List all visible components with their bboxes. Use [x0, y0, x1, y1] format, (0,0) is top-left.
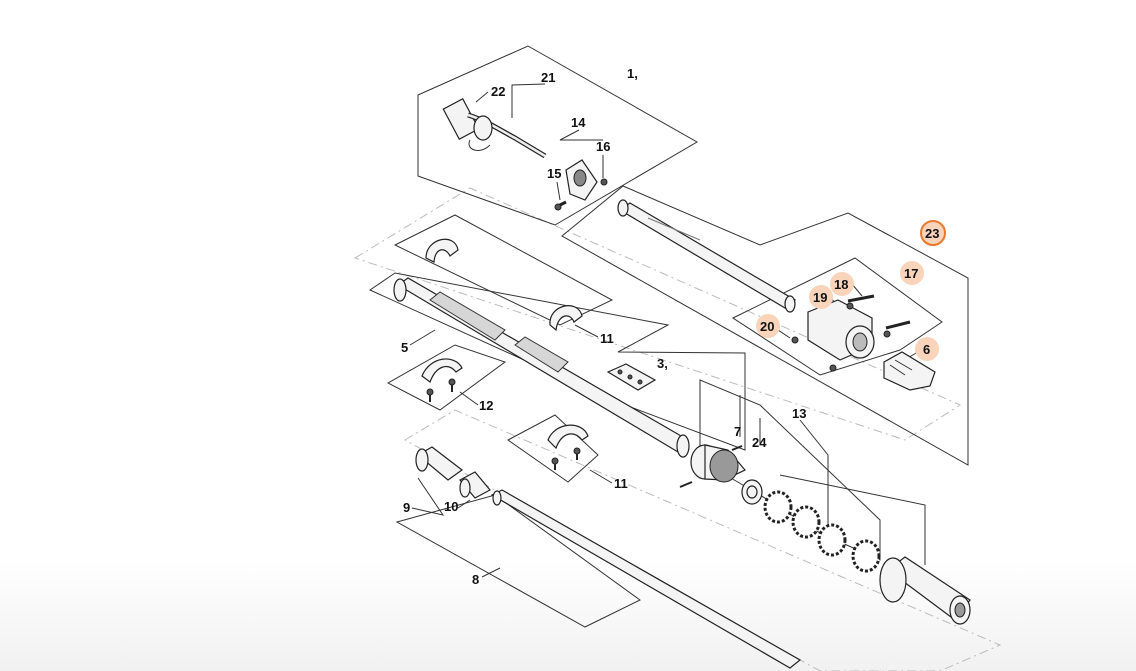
highlight-18	[830, 272, 854, 296]
callout-10[interactable]: 10	[444, 499, 458, 514]
callout-11-upper[interactable]: 11	[600, 331, 614, 346]
callout-17[interactable]: 17	[904, 266, 918, 281]
group-frame-17	[731, 257, 943, 376]
leader-5	[409, 329, 436, 346]
callout-21[interactable]: 21	[541, 70, 555, 85]
callout-20[interactable]: 20	[760, 319, 774, 334]
highlight-6	[915, 337, 939, 361]
highlight-19	[809, 285, 833, 309]
callout-9[interactable]: 9	[403, 500, 410, 515]
callout-5[interactable]: 5	[401, 340, 408, 355]
leader-11a	[574, 324, 599, 338]
leader-10	[457, 499, 471, 509]
callout-8[interactable]: 8	[472, 572, 479, 587]
callout-15[interactable]: 15	[547, 166, 561, 181]
highlight-ring-23	[920, 220, 946, 246]
callout-16[interactable]: 16	[596, 139, 610, 154]
bracket-part	[883, 351, 936, 391]
callout-11-lower[interactable]: 11	[614, 476, 628, 491]
dashed-frame-upper	[353, 187, 962, 441]
callout-14[interactable]: 14	[571, 115, 586, 130]
label-sticker-part	[606, 363, 657, 391]
callout-24[interactable]: 24	[752, 435, 767, 450]
gear-head-housing-part	[879, 556, 971, 625]
leader-13	[799, 419, 829, 545]
callout-23[interactable]: 23	[925, 226, 939, 241]
leader-20	[777, 329, 791, 339]
saddle-lower-part	[547, 424, 589, 470]
group-frame-8	[395, 494, 641, 628]
lower-tube-part	[490, 489, 802, 669]
group-frame-11-lower	[507, 414, 599, 483]
callout-19[interactable]: 19	[813, 290, 827, 305]
clamp-part	[791, 294, 911, 372]
bottom-gradient	[0, 560, 1136, 671]
leader-14	[559, 129, 603, 141]
highlight-17	[900, 261, 924, 285]
leader-9	[411, 477, 445, 516]
callout-12[interactable]: 12	[479, 398, 493, 413]
callout-7[interactable]: 7	[734, 424, 741, 439]
leader-11b	[589, 469, 613, 484]
saddle-12-part	[421, 358, 463, 402]
callout-3[interactable]: 3,	[657, 356, 668, 371]
callout-13[interactable]: 13	[792, 406, 806, 421]
switch-housing-part	[554, 159, 608, 211]
leader-22	[475, 91, 489, 103]
highlight-20	[756, 314, 780, 338]
handle-tube-part	[393, 277, 690, 458]
callout-22[interactable]: 22	[491, 84, 505, 99]
wiring-harness-part	[442, 98, 547, 159]
leader-15	[556, 181, 561, 201]
group-frame-1	[417, 45, 699, 226]
ring-washer-parts	[741, 479, 881, 573]
leader-21	[511, 83, 546, 118]
callout-18[interactable]: 18	[834, 277, 848, 292]
bearing-sleeve-part	[679, 444, 746, 488]
group-frame-11-upper	[393, 214, 614, 326]
group-frame-23	[561, 185, 969, 466]
group-frame-12	[386, 344, 507, 411]
callout-6[interactable]: 6	[923, 342, 930, 357]
drive-tube-part	[617, 199, 797, 313]
coupling-part	[415, 446, 491, 499]
leader-12	[459, 391, 479, 406]
leader-8	[481, 567, 501, 578]
saddle-upper-part	[425, 238, 583, 332]
callout-1[interactable]: 1,	[627, 66, 638, 81]
